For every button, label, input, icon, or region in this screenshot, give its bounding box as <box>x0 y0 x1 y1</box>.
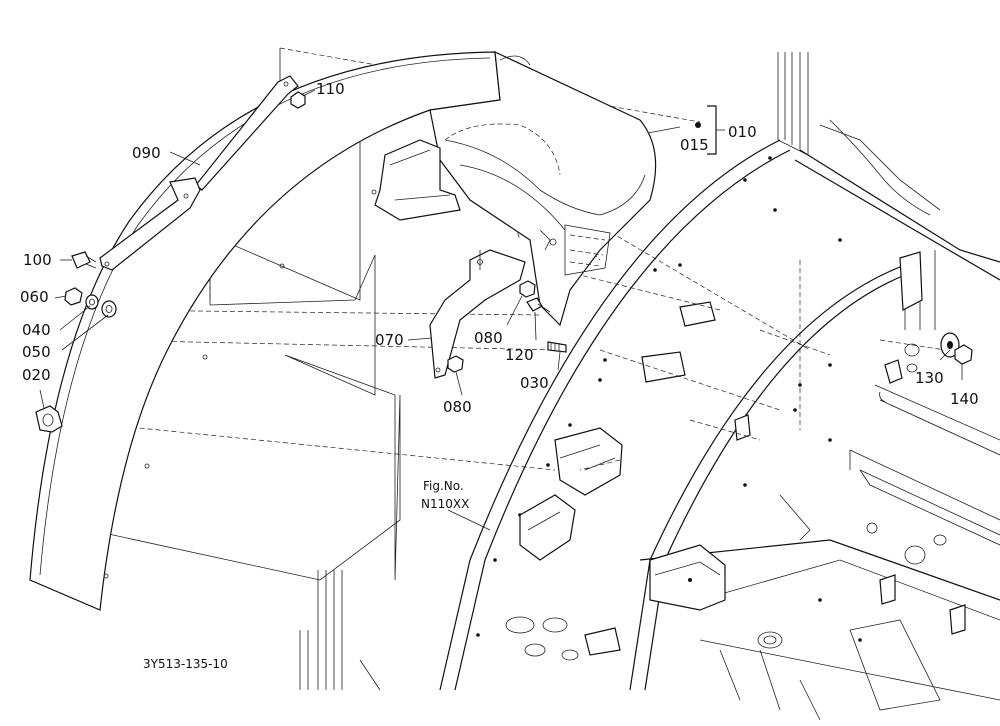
callout-120: 120 <box>505 346 534 364</box>
callout-130: 130 <box>915 369 944 387</box>
callout-010: 010 <box>728 123 757 141</box>
callout-070: 070 <box>375 331 404 349</box>
figure-reference: Fig.No. N110XX <box>421 479 469 511</box>
drawing-code: 3Y513-135-10 <box>143 657 228 671</box>
callout-080-lower: 080 <box>443 398 472 416</box>
fender-projection <box>89 48 401 581</box>
fender <box>29 51 501 611</box>
callout-140: 140 <box>950 390 979 408</box>
callout-080-upper: 080 <box>474 329 503 347</box>
bracket-070 <box>429 249 526 379</box>
callout-labels: 110 090 100 060 040 050 020 015 010 070 … <box>20 80 979 416</box>
callout-020: 020 <box>22 366 51 384</box>
callout-015: 015 <box>680 136 709 154</box>
callout-110: 110 <box>316 80 345 98</box>
tractor-frame <box>299 52 1000 721</box>
callout-leaders <box>39 89 963 531</box>
rod-090 <box>99 75 299 271</box>
frame-bolts <box>476 156 862 642</box>
callout-030: 030 <box>520 374 549 392</box>
callout-100: 100 <box>23 251 52 269</box>
fig-no-label: Fig.No. <box>423 479 464 493</box>
callout-040: 040 <box>22 321 51 339</box>
callout-090: 090 <box>132 144 161 162</box>
hardware <box>35 91 973 433</box>
fig-no-value: N110XX <box>421 497 469 511</box>
callout-060: 060 <box>20 288 49 306</box>
callout-050: 050 <box>22 343 51 361</box>
top-cover <box>374 51 657 327</box>
